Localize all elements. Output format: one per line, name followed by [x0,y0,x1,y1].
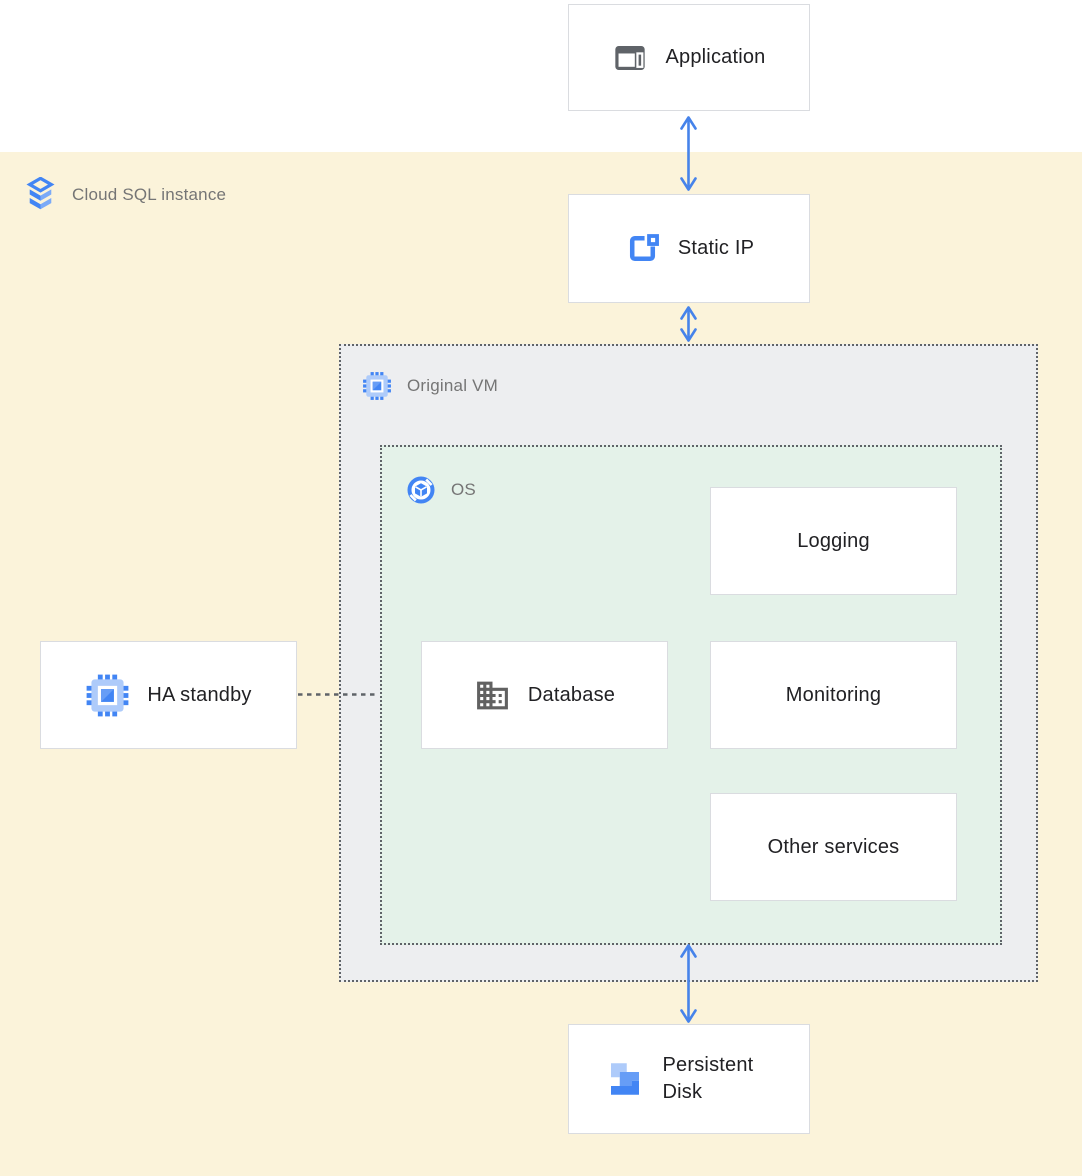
web-app-window-icon [615,45,646,70]
original-vm-zone-label-text: Original VM [407,376,499,395]
node-other-services-label: Other services [767,835,900,858]
node-logging-label: Logging [797,529,870,552]
node-ha-standby-label: HA standby [147,683,252,706]
node-persistent-disk-label: Persistent Disk [662,1054,754,1103]
node-application-label: Application [665,46,766,68]
original-vm-zone-label: Original VM [362,371,498,401]
external-ip-icon [629,234,659,262]
node-static-ip-label: Static IP [677,237,755,259]
node-monitoring: Monitoring [710,641,957,749]
node-other-services: Other services [710,793,957,901]
compute-engine-chip-icon [86,674,129,716]
os-cube-circle-icon [407,476,435,504]
node-ha-standby: HA standby [40,641,297,749]
node-database-label: Database [527,683,616,706]
node-application: Application [568,4,810,111]
persistent-disk-icon [610,1063,639,1095]
node-logging: Logging [710,487,957,595]
cloud-sql-zone-label: Cloud SQL instance [24,177,226,212]
os-zone-label-text: OS [451,480,476,499]
node-monitoring-label: Monitoring [785,683,882,706]
node-persistent-disk: Persistent Disk [568,1024,810,1134]
building-icon [476,681,508,709]
node-database: Database [421,641,668,749]
cloud-sql-zone-label-text: Cloud SQL instance [72,184,227,204]
cloud-sql-stack-icon [26,177,55,210]
os-zone-label: OS [406,475,476,505]
compute-engine-chip-icon [363,372,391,400]
node-static-ip: Static IP [568,194,810,303]
